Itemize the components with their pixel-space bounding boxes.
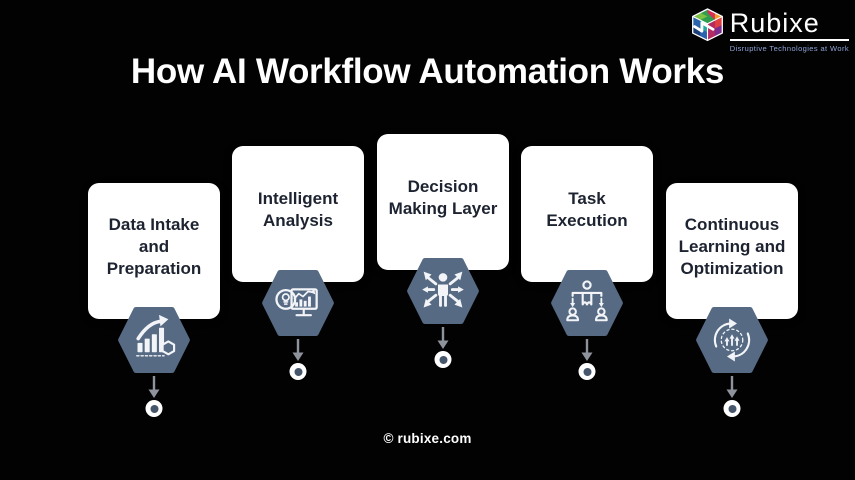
- rubixe-logo: Rubixe Disruptive Technologies at Work: [689, 7, 849, 53]
- brand-tagline: Disruptive Technologies at Work: [729, 44, 849, 53]
- page-title: How AI Workflow Automation Works: [130, 52, 725, 91]
- dot-center: [294, 367, 302, 376]
- step-card: Data Intake and Preparation: [88, 183, 220, 319]
- down-arrow: [726, 376, 738, 398]
- continuous-cycle-icon: [696, 307, 768, 373]
- step-label: Decision Making Layer: [388, 176, 498, 218]
- step-card: Intelligent Analysis: [232, 146, 364, 282]
- step-data-intake: Data Intake and Preparation: [88, 183, 220, 423]
- step-label: Task Execution: [546, 188, 628, 230]
- down-arrow: [581, 339, 593, 361]
- task-delegation-icon: [551, 270, 623, 336]
- logo-divider: [729, 39, 849, 41]
- dot-center: [439, 355, 447, 364]
- step-label: Data Intake and Preparation: [106, 214, 202, 279]
- site-credit: © rubixe.com: [383, 431, 472, 446]
- dot-center: [150, 404, 158, 413]
- step-endpoint-dot: [434, 351, 452, 368]
- step-endpoint-dot: [289, 363, 307, 380]
- step-task-execution: Task Execution: [521, 146, 653, 386]
- step-label: Intelligent Analysis: [257, 188, 339, 230]
- down-arrow: [292, 339, 304, 361]
- step-card: Decision Making Layer: [377, 134, 509, 270]
- step-card: Continuous Learning and Optimization: [666, 183, 798, 319]
- step-endpoint-dot: [145, 400, 163, 417]
- step-endpoint-dot: [578, 363, 596, 380]
- step-decision-making: Decision Making Layer: [377, 134, 509, 374]
- step-intelligent-analysis: Intelligent Analysis: [232, 146, 364, 386]
- step-label: Continuous Learning and Optimization: [678, 214, 786, 279]
- down-arrow: [437, 327, 449, 349]
- step-card: Task Execution: [521, 146, 653, 282]
- step-continuous-learning: Continuous Learning and Optimization: [666, 183, 798, 423]
- dot-center: [728, 404, 736, 413]
- down-arrow: [148, 376, 160, 398]
- dot-center: [583, 367, 591, 376]
- rubiks-cube-icon: [691, 8, 723, 42]
- decision-person-icon: [407, 258, 479, 324]
- growth-chart-icon: [118, 307, 190, 373]
- ai-analysis-icon: [262, 270, 334, 336]
- brand-name: Rubixe: [729, 8, 820, 38]
- step-endpoint-dot: [723, 400, 741, 417]
